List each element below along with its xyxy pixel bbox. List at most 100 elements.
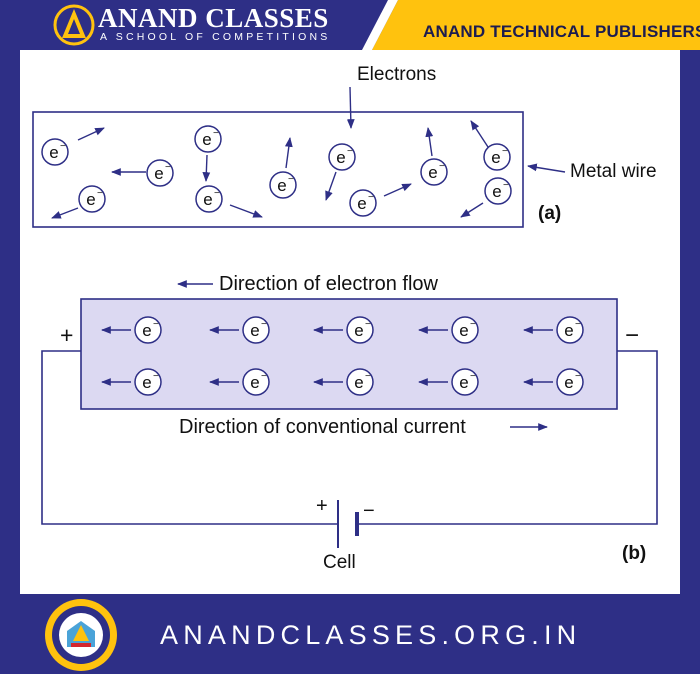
svg-text:e: e: [142, 321, 151, 340]
motion-arrow: [51, 207, 79, 219]
svg-text:−: −: [470, 319, 476, 330]
svg-text:e: e: [491, 148, 500, 167]
motion-arrow: [284, 137, 293, 169]
svg-text:e: e: [564, 373, 573, 392]
footer-website-url: ANANDCLASSES.ORG.IN: [160, 620, 582, 650]
svg-text:e: e: [277, 176, 286, 195]
svg-text:−: −: [165, 162, 171, 173]
svg-text:e: e: [202, 130, 211, 149]
cell-negative-sign: −: [363, 500, 375, 522]
electron-icon: e−: [420, 158, 448, 186]
cell-label: Cell: [323, 552, 356, 573]
svg-text:−: −: [365, 371, 371, 382]
negative-terminal-sign: −: [625, 322, 640, 349]
cell-positive-sign: +: [316, 495, 328, 517]
electron-icon: e−: [134, 316, 162, 344]
motion-arrow: [77, 127, 105, 141]
svg-text:−: −: [261, 371, 267, 382]
svg-text:−: −: [214, 188, 220, 199]
electrons-label: Electrons: [357, 64, 437, 85]
electron-icon: e−: [484, 177, 512, 205]
motion-arrow: [460, 202, 484, 218]
motion-arrow: [229, 204, 263, 218]
metal-wire-pointer-arrow: [527, 163, 566, 173]
svg-text:e: e: [354, 321, 363, 340]
svg-text:e: e: [336, 148, 345, 167]
electron-icon: e−: [195, 185, 223, 213]
svg-text:−: −: [60, 141, 66, 152]
svg-text:e: e: [564, 321, 573, 340]
motion-arrow: [325, 171, 337, 201]
svg-text:e: e: [49, 143, 58, 162]
caption-b: (b): [622, 543, 647, 564]
electrons-pointer-arrow: [346, 86, 355, 129]
svg-text:e: e: [86, 190, 95, 209]
conventional-current-label: Direction of conventional current: [179, 416, 466, 438]
svg-text:e: e: [250, 321, 259, 340]
electron-icon: e−: [134, 368, 162, 396]
svg-text:e: e: [154, 164, 163, 183]
electron-icon: e−: [451, 316, 479, 344]
electron-icon: e−: [194, 125, 222, 153]
electron-icon: e−: [346, 316, 374, 344]
frame-right-border: [680, 50, 700, 594]
svg-text:−: −: [365, 319, 371, 330]
svg-text:−: −: [97, 188, 103, 199]
svg-text:e: e: [459, 321, 468, 340]
metal-wire-b: [80, 298, 618, 410]
svg-text:−: −: [288, 174, 294, 185]
electron-icon: e−: [41, 138, 69, 166]
electron-icon: e−: [242, 316, 270, 344]
svg-text:−: −: [575, 319, 581, 330]
metal-wire-label: Metal wire: [570, 161, 657, 182]
svg-text:−: −: [439, 161, 445, 172]
electron-icon: e−: [556, 368, 584, 396]
svg-text:−: −: [347, 146, 353, 157]
svg-text:e: e: [142, 373, 151, 392]
white-divider-stripe: [362, 0, 398, 50]
electron-icon: e−: [349, 189, 377, 217]
motion-arrow: [383, 183, 412, 197]
electron-icon: e−: [346, 368, 374, 396]
flowing-electrons-group: e−e−e−e−e−e−e−e−e−e−: [101, 316, 584, 396]
svg-text:−: −: [502, 146, 508, 157]
svg-text:e: e: [492, 182, 501, 201]
metal-wire-a: [32, 111, 524, 228]
svg-text:e: e: [203, 190, 212, 209]
electron-icon: e−: [451, 368, 479, 396]
publisher-name: ANAND TECHNICAL PUBLISHERS: [423, 22, 700, 41]
frame-left-border: [0, 50, 20, 594]
random-electrons-group: e−e−e−e−e−e−e−e−e−e−e−: [41, 120, 512, 219]
electron-icon: e−: [328, 143, 356, 171]
svg-text:−: −: [503, 180, 509, 191]
motion-arrow: [425, 127, 434, 157]
svg-text:−: −: [368, 192, 374, 203]
svg-text:e: e: [354, 373, 363, 392]
motion-arrow: [470, 120, 489, 148]
svg-text:e: e: [459, 373, 468, 392]
svg-text:e: e: [428, 163, 437, 182]
electron-icon: e−: [78, 185, 106, 213]
svg-text:−: −: [470, 371, 476, 382]
svg-text:−: −: [261, 319, 267, 330]
svg-text:−: −: [213, 128, 219, 139]
electron-icon: e−: [146, 159, 174, 187]
electron-icon: e−: [483, 143, 511, 171]
circuit-wire-right: [357, 350, 658, 525]
svg-text:−: −: [153, 319, 159, 330]
header-accent-stripe: [362, 0, 700, 50]
electron-icon: e−: [556, 316, 584, 344]
brand-tagline: A SCHOOL OF COMPETITIONS: [100, 31, 331, 43]
circuit-wire-left: [41, 350, 338, 525]
positive-terminal-sign: +: [60, 322, 74, 348]
svg-text:e: e: [357, 194, 366, 213]
svg-text:−: −: [575, 371, 581, 382]
anand-classes-logo-icon: [53, 4, 95, 46]
electron-icon: e−: [269, 171, 297, 199]
svg-text:e: e: [250, 373, 259, 392]
yellow-banner: [372, 0, 700, 50]
education-seal-logo-icon: [45, 599, 117, 671]
caption-a: (a): [538, 203, 562, 224]
electron-flow-label: Direction of electron flow: [219, 273, 438, 295]
